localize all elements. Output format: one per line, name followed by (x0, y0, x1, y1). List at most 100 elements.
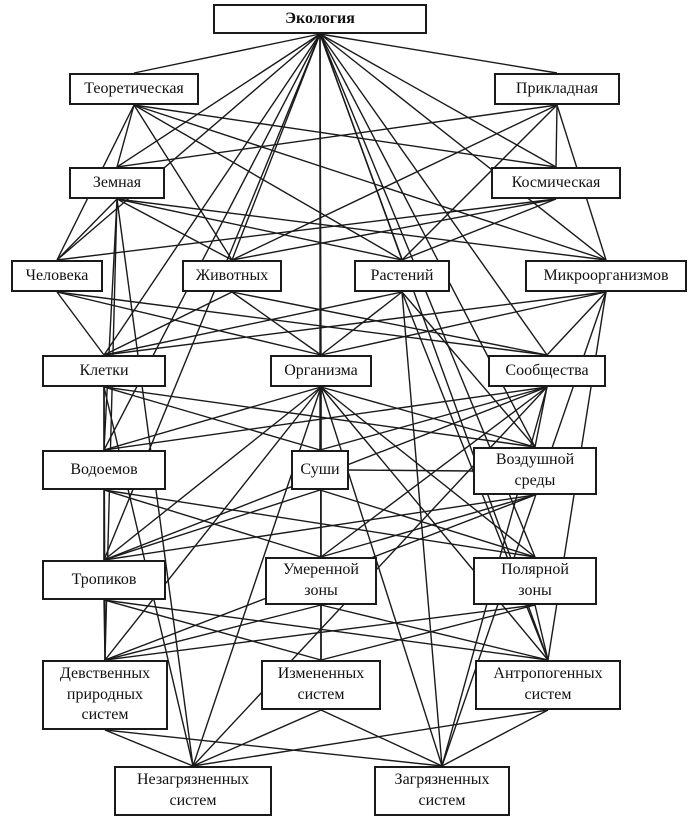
link-organism-tropics (103, 386, 322, 561)
node-cells-label: Клетки (79, 361, 129, 379)
link-virgin-polluted (104, 729, 443, 767)
node-virgin-label: Девственных природных систем (59, 664, 151, 724)
link-earth-animals (116, 198, 233, 261)
node-polluted-label: Загрязненных систем (394, 771, 490, 809)
link-land-polar (319, 489, 536, 558)
link-community-temperate (320, 386, 548, 558)
node-virgin: Девственных природных систем (42, 660, 168, 730)
link-human-community (56, 291, 548, 356)
node-community-label: Сообщества (505, 361, 589, 379)
link-animals-community (231, 291, 548, 356)
link-ecology-community (319, 33, 548, 356)
link-cells-air (103, 386, 536, 448)
node-microorganisms-label: Микроорганизмов (543, 266, 669, 284)
node-community: Сообщества (488, 355, 606, 387)
node-anthropogenic-label: Антропогенных систем (493, 665, 603, 703)
link-polar-virgin (104, 604, 536, 661)
link-theoretical-earth (116, 104, 135, 168)
link-tropics-changed (103, 599, 322, 661)
node-temperate-label: Умеренной зоны (283, 561, 359, 599)
node-cells: Клетки (42, 355, 166, 387)
link-plants-cells (103, 291, 403, 356)
link-waters-polar (103, 489, 536, 558)
link-tropics-anthropogenic (103, 599, 549, 661)
link-plants-air (401, 291, 536, 448)
node-land: Суши (291, 450, 349, 490)
link-temperate-anthropogenic (320, 604, 549, 661)
node-air: Воздушной среды (473, 447, 597, 495)
link-human-cells (56, 291, 105, 356)
link-air-temperate (320, 494, 536, 558)
link-applied-space (555, 104, 558, 168)
node-tropics-label: Тропиков (71, 570, 137, 588)
link-air-tropics (103, 494, 536, 561)
link-space-animals (231, 198, 557, 261)
node-plants: Растений (354, 260, 450, 292)
link-ecology-human (56, 33, 321, 261)
node-organism-label: Организма (284, 361, 358, 379)
node-waters-label: Водоемов (70, 460, 138, 478)
link-organism-polar (320, 386, 536, 558)
link-earth-plants (116, 198, 403, 261)
node-organism: Организма (270, 355, 372, 387)
node-unpolluted-label: Незагрязненных систем (136, 771, 250, 809)
node-applied-label: Прикладная (515, 79, 599, 97)
link-human-organism (56, 291, 322, 356)
link-earth-microorganisms (116, 198, 607, 261)
link-animals-organism (231, 291, 322, 356)
link-temperate-virgin (104, 604, 322, 661)
link-ecology-earth (116, 33, 321, 168)
link-tropics-virgin (103, 599, 106, 661)
link-microorganisms-community (546, 291, 607, 356)
node-polluted: Загрязненных систем (374, 766, 510, 816)
link-theoretical-plants (133, 104, 403, 261)
link-applied-plants (401, 104, 558, 261)
node-ecology: Экология (213, 4, 427, 34)
node-earth-label: Земная (92, 173, 142, 191)
node-temperate: Умеренной зоны (265, 557, 377, 605)
link-theoretical-space (133, 104, 557, 168)
link-polar-changed (320, 604, 536, 661)
link-microorganisms-cells (103, 291, 607, 356)
link-plants-polluted (401, 291, 443, 767)
link-ecology-microorganisms (319, 33, 607, 261)
link-organism-air (320, 386, 536, 448)
link-land-air (348, 469, 474, 472)
node-space-label: Космическая (511, 173, 601, 191)
node-anthropogenic: Антропогенных систем (475, 660, 621, 710)
link-ecology-applied (319, 33, 558, 74)
link-anthropogenic-unpolluted (192, 709, 549, 767)
node-plants-label: Растений (370, 266, 434, 284)
node-applied: Прикладная (494, 73, 620, 105)
link-community-waters (103, 386, 548, 451)
node-space: Космическая (491, 167, 621, 199)
node-theoretical: Теоретическая (69, 73, 199, 105)
node-human: Человека (11, 260, 103, 292)
node-tropics: Тропиков (42, 560, 166, 600)
link-polar-anthropogenic (534, 604, 549, 661)
node-changed: Измененных систем (261, 660, 381, 710)
link-applied-animals (231, 104, 558, 261)
link-space-plants (401, 198, 557, 261)
node-polar: Полярной зоны (473, 557, 597, 605)
link-ecology-cells (103, 33, 321, 356)
node-earth: Земная (69, 167, 165, 199)
link-waters-temperate (103, 489, 322, 558)
link-applied-earth (116, 104, 558, 168)
node-microorganisms: Микроорганизмов (525, 260, 687, 292)
node-polar-label: Полярной зоны (501, 561, 569, 599)
node-land-label: Суши (300, 460, 340, 478)
link-theoretical-microorganisms (133, 104, 607, 261)
node-animals-label: Животных (195, 266, 269, 284)
node-air-label: Воздушной среды (495, 451, 575, 489)
link-changed-unpolluted (192, 709, 322, 767)
link-space-human (56, 198, 557, 261)
node-unpolluted: Незагрязненных систем (114, 766, 272, 816)
link-ecology-animals (231, 33, 321, 261)
node-theoretical-label: Теоретическая (84, 79, 184, 97)
link-earth-waters (103, 198, 118, 451)
link-organism-waters (103, 386, 322, 451)
link-theoretical-animals (133, 104, 233, 261)
node-animals: Животных (182, 260, 282, 292)
